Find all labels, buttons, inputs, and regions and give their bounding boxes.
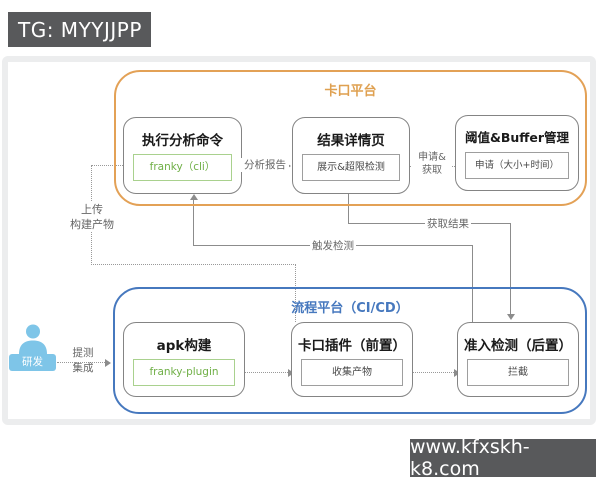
label-trigger-detect: 触发检测 — [310, 239, 356, 253]
watermark-top-left: TG: MYYJJPP — [8, 12, 151, 47]
chip-franky-cli: franky（cli） — [133, 154, 232, 181]
pipeline-platform-container: 流程平台（CI/CD） — [113, 287, 587, 414]
label-submit-line1: 提测 — [72, 347, 94, 359]
node-exec-analysis-title: 执行分析命令 — [142, 133, 223, 149]
label-apply-fetch-line2: 获取 — [422, 165, 442, 176]
node-result-page-title: 结果详情页 — [317, 133, 385, 149]
pipeline-platform-title: 流程平台（CI/CD） — [291, 301, 409, 316]
label-fetch-result: 获取结果 — [425, 217, 471, 231]
edge-plugin-collect-line — [232, 372, 292, 373]
edge-upload-drop — [295, 264, 296, 322]
edge-trigger-v1 — [193, 200, 194, 246]
arrowhead-up-icon — [190, 194, 198, 200]
edge-upload-horizontal — [91, 264, 296, 265]
label-apply-fetch-line1: 申请& — [418, 152, 446, 163]
label-analysis-report: 分析报告 — [241, 158, 289, 172]
chip-display-check: 展示&超限检测 — [302, 154, 400, 181]
node-threshold-buffer: 阈值&Buffer管理 申请（大小+时间） — [455, 115, 579, 191]
gate-platform-container: 卡口平台 — [114, 70, 587, 206]
chip-franky-plugin: franky-plugin — [133, 359, 235, 386]
node-admission-check-post: 准入检测（后置） 拦截 — [457, 322, 579, 397]
label-submit-line2: 集成 — [72, 362, 94, 374]
edge-trigger-v2 — [472, 245, 473, 322]
chip-block: 拦截 — [467, 359, 569, 386]
edge-upload-into-cli — [92, 165, 129, 166]
watermark-bottom-right: www.kfxskh-k8.com — [410, 436, 596, 480]
edge-fetch-result-v2 — [510, 223, 511, 317]
label-upload-line1: 上传 — [81, 203, 103, 216]
chip-apply-size-time: 申请（大小+时间） — [465, 152, 569, 179]
label-submit-integrate: 提测 集成 — [66, 346, 100, 376]
edge-fetch-result-v1 — [348, 191, 349, 223]
label-apply-fetch: 申请& 获取 — [412, 151, 452, 177]
gate-platform-title: 卡口平台 — [324, 84, 377, 99]
developer-label: 研发 — [9, 354, 56, 371]
edge-submit-line — [57, 362, 109, 363]
node-apk-build: apk构建 franky-plugin — [123, 322, 245, 397]
node-apk-build-title: apk构建 — [156, 338, 212, 354]
node-gate-plugin-pre-title: 卡口插件（前置） — [298, 338, 406, 354]
chip-collect-artifacts: 收集产物 — [301, 359, 403, 386]
node-exec-analysis: 执行分析命令 franky（cli） — [123, 117, 242, 194]
node-result-page: 结果详情页 展示&超限检测 — [292, 117, 410, 194]
node-gate-plugin-pre: 卡口插件（前置） 收集产物 — [291, 322, 413, 397]
label-upload-artifacts: 上传 构建产物 — [61, 202, 123, 232]
node-admission-check-post-title: 准入检测（后置） — [464, 338, 572, 354]
label-upload-line2: 构建产物 — [70, 218, 114, 231]
node-threshold-buffer-title: 阈值&Buffer管理 — [464, 130, 570, 145]
arrowhead-right-icon — [105, 359, 111, 367]
edge-collect-block-line — [401, 372, 458, 373]
arrowhead-down-icon — [507, 314, 515, 320]
developer-icon — [19, 324, 47, 354]
